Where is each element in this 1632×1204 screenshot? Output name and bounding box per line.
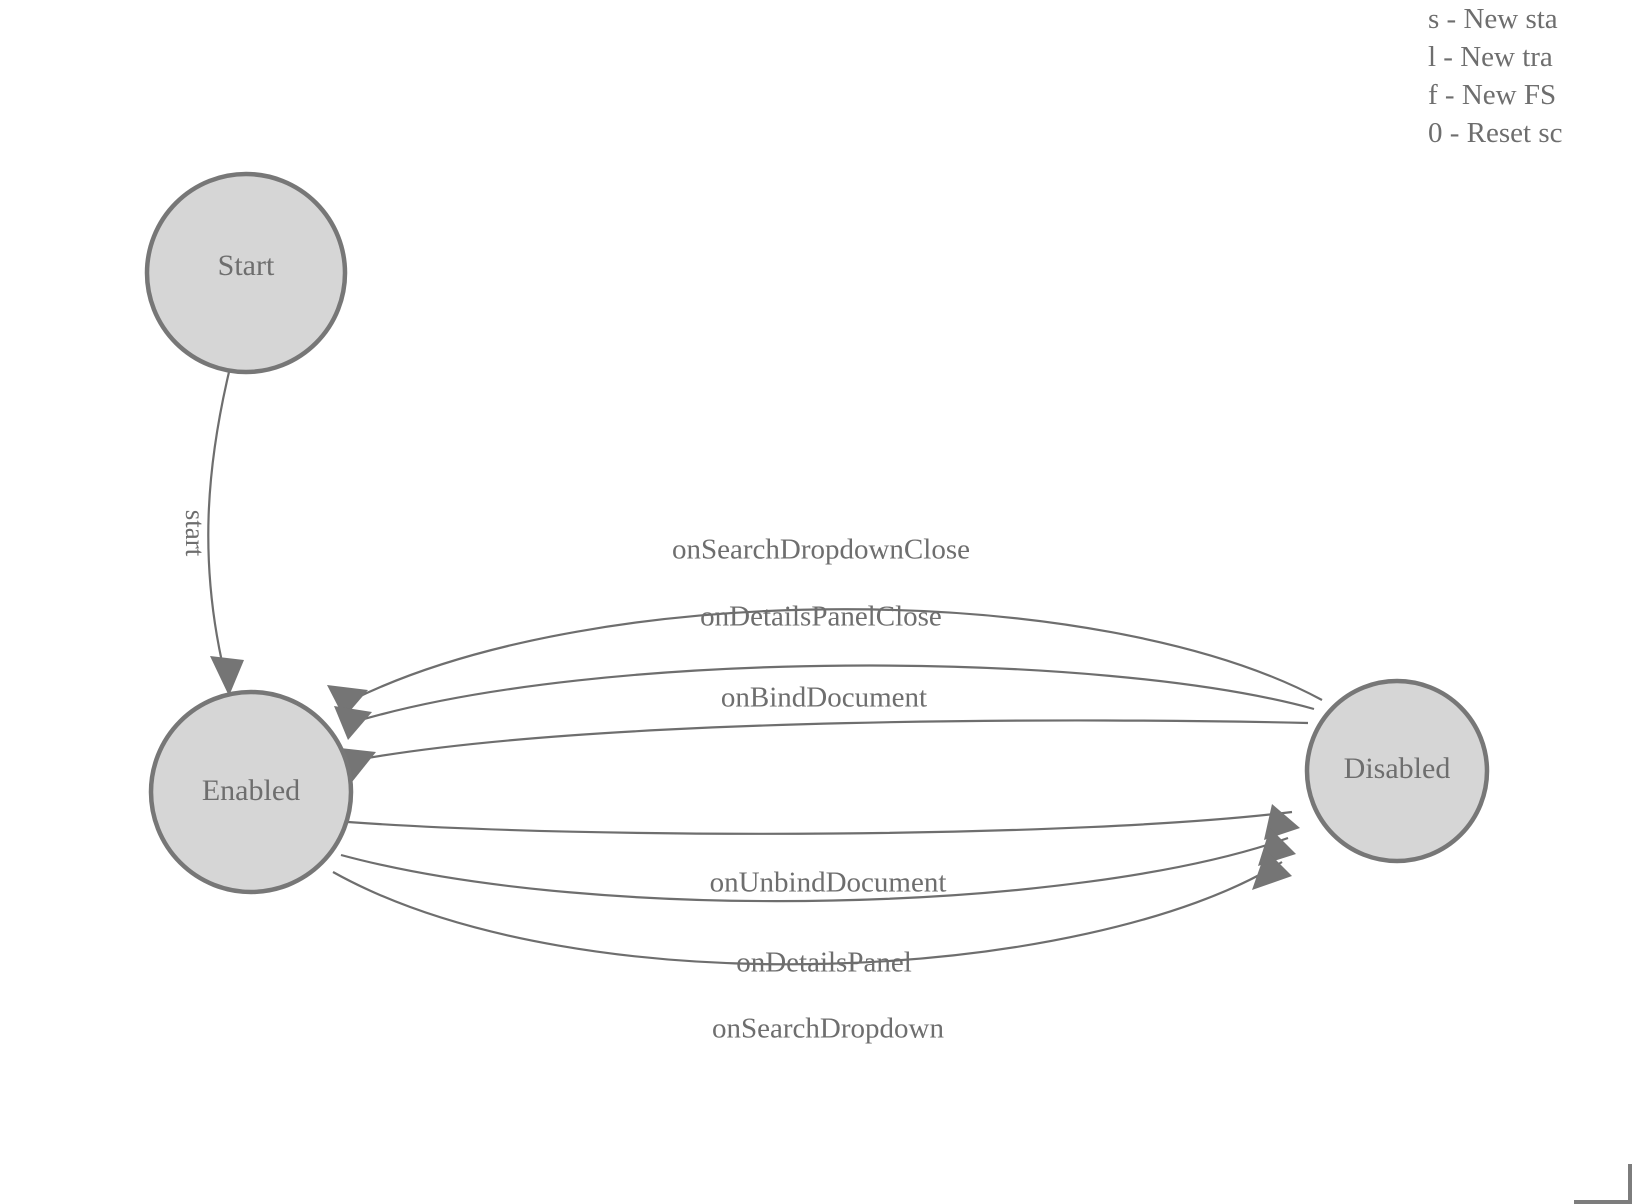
transition-onDetailsPanelClose-path [353,664,1315,724]
node-enabled[interactable]: Enabled [148,689,354,895]
transition-start-arrowhead [210,656,244,696]
node-enabled-circle[interactable] [148,689,354,895]
transition-onSearchDropdown[interactable]: onSearchDropdown [332,850,1292,1045]
transition-onBindDocument[interactable]: onBindDocument [340,682,1309,782]
node-disabled[interactable]: Disabled [1304,678,1490,864]
node-disabled-circle[interactable] [1304,678,1490,864]
help-line-new-fsm: f - New FS [1428,79,1557,111]
corner-handle-vertical-bar [1628,1164,1632,1204]
transition-onSearchDropdownClose-arrowhead [327,685,368,718]
transition-onBindDocument-path [355,719,1309,762]
transition-onSearchDropdownClose-label: onSearchDropdownClose [672,534,970,566]
shortcut-help-overlay: s - New sta l - New tra f - New FS 0 - R… [1428,0,1632,152]
transition-onDetailsPanelClose-label: onDetailsPanelClose [700,601,942,633]
canvas-corner-handle[interactable] [1574,1164,1632,1204]
help-line-reset-scale: 0 - Reset sc [1428,117,1563,149]
help-line-new-state: s - New sta [1428,3,1558,35]
transition-onDetailsPanel[interactable]: onDetailsPanel [340,828,1296,979]
transition-onUnbindDocument-label: onUnbindDocument [710,867,947,899]
transition-start-path [207,371,231,663]
transition-start-label: start [180,510,210,557]
corner-handle-horizontal-bar [1574,1200,1632,1204]
transition-onUnbindDocument[interactable]: onUnbindDocument [347,804,1300,899]
node-start[interactable]: Start [144,171,348,375]
transition-onSearchDropdown-arrowhead [1252,850,1292,890]
transition-onSearchDropdown-label: onSearchDropdown [712,1013,944,1045]
transition-onBindDocument-label: onBindDocument [721,682,927,714]
transition-onSearchDropdownClose[interactable]: onSearchDropdownClose [327,534,1323,718]
transition-onSearchDropdown-path [332,861,1283,966]
node-start-circle[interactable] [144,171,348,375]
transition-onDetailsPanel-label: onDetailsPanel [736,947,912,979]
transition-onDetailsPanel-path [340,836,1289,903]
node-enabled-label: Enabled [202,774,300,807]
transition-onUnbindDocument-path [347,810,1293,835]
transition-onDetailsPanelClose[interactable]: onDetailsPanelClose [334,601,1315,740]
transition-onSearchDropdownClose-path [351,608,1323,701]
node-start-label: Start [218,249,275,282]
transition-start[interactable]: start [180,371,244,696]
node-disabled-label: Disabled [1344,752,1451,785]
transition-onDetailsPanelClose-arrowhead [334,706,372,740]
help-line-new-transition: l - New tra [1428,41,1553,73]
